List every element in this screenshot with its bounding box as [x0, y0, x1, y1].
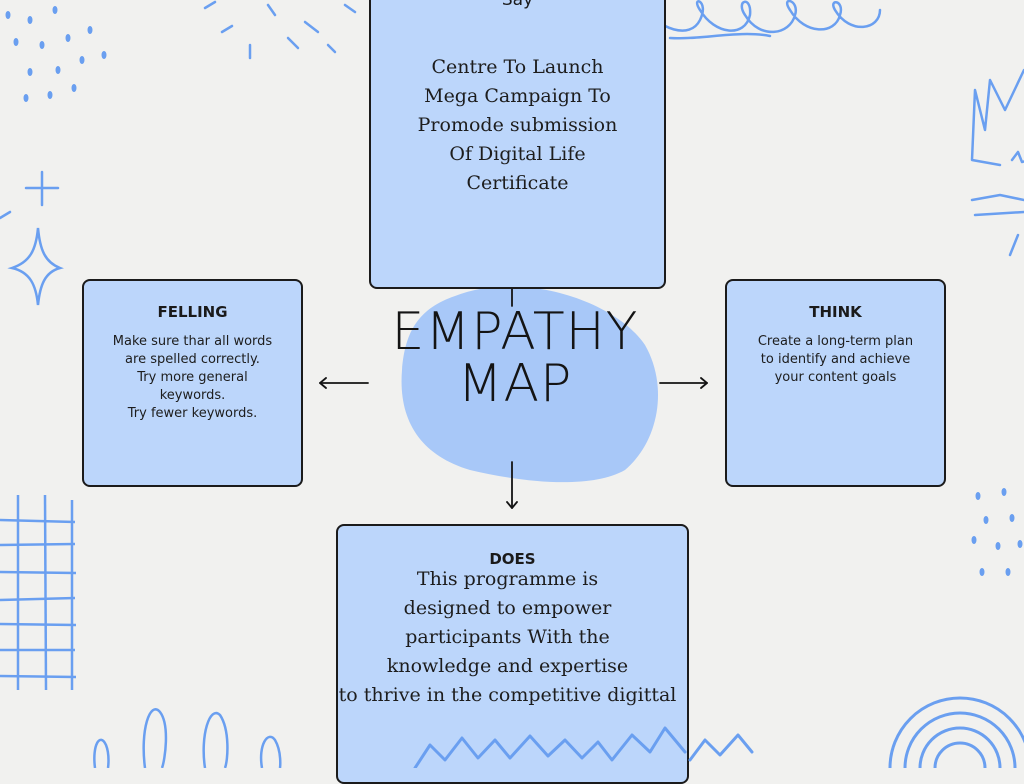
ovals-doodle-bottom [93, 708, 282, 768]
say-heading: Say [501, 0, 534, 10]
think-heading: THINK [809, 303, 862, 321]
center-blob [401, 286, 659, 483]
dots-doodle-right [971, 488, 1023, 576]
zigzag-doodle-right [970, 68, 1024, 257]
does-body: This programme is designed to empower pa… [338, 568, 677, 706]
dots-doodle-top-left [5, 6, 107, 102]
background-decorations [0, 0, 1024, 768]
think-card: THINK Create a long-term plan to identif… [725, 279, 946, 487]
grid-doodle-bottom-left [0, 494, 77, 691]
empathy-map-title: EMPATHY MAP [391, 302, 639, 414]
say-body: Centre To Launch Mega Campaign To Promod… [417, 56, 618, 194]
does-card: DOES This programme is designed to empow… [336, 524, 689, 784]
say-card: Say Centre To Launch Mega Campaign To Pr… [369, 0, 666, 289]
rainbow-doodle-bottom-right [888, 696, 1024, 768]
arrow-down [506, 461, 518, 509]
does-heading: DOES [489, 550, 536, 568]
feeling-heading: FELLING [157, 303, 228, 321]
arrow-right [659, 377, 708, 389]
feeling-body: Make sure thar all words are spelled cor… [112, 334, 273, 421]
sparkle-doodle-left [0, 170, 64, 306]
arrow-left [319, 377, 369, 389]
feeling-card: FELLING Make sure thar all words are spe… [82, 279, 303, 487]
sun-rays-doodle [203, 0, 357, 60]
think-body: Create a long-term plan to identify and … [757, 334, 914, 385]
